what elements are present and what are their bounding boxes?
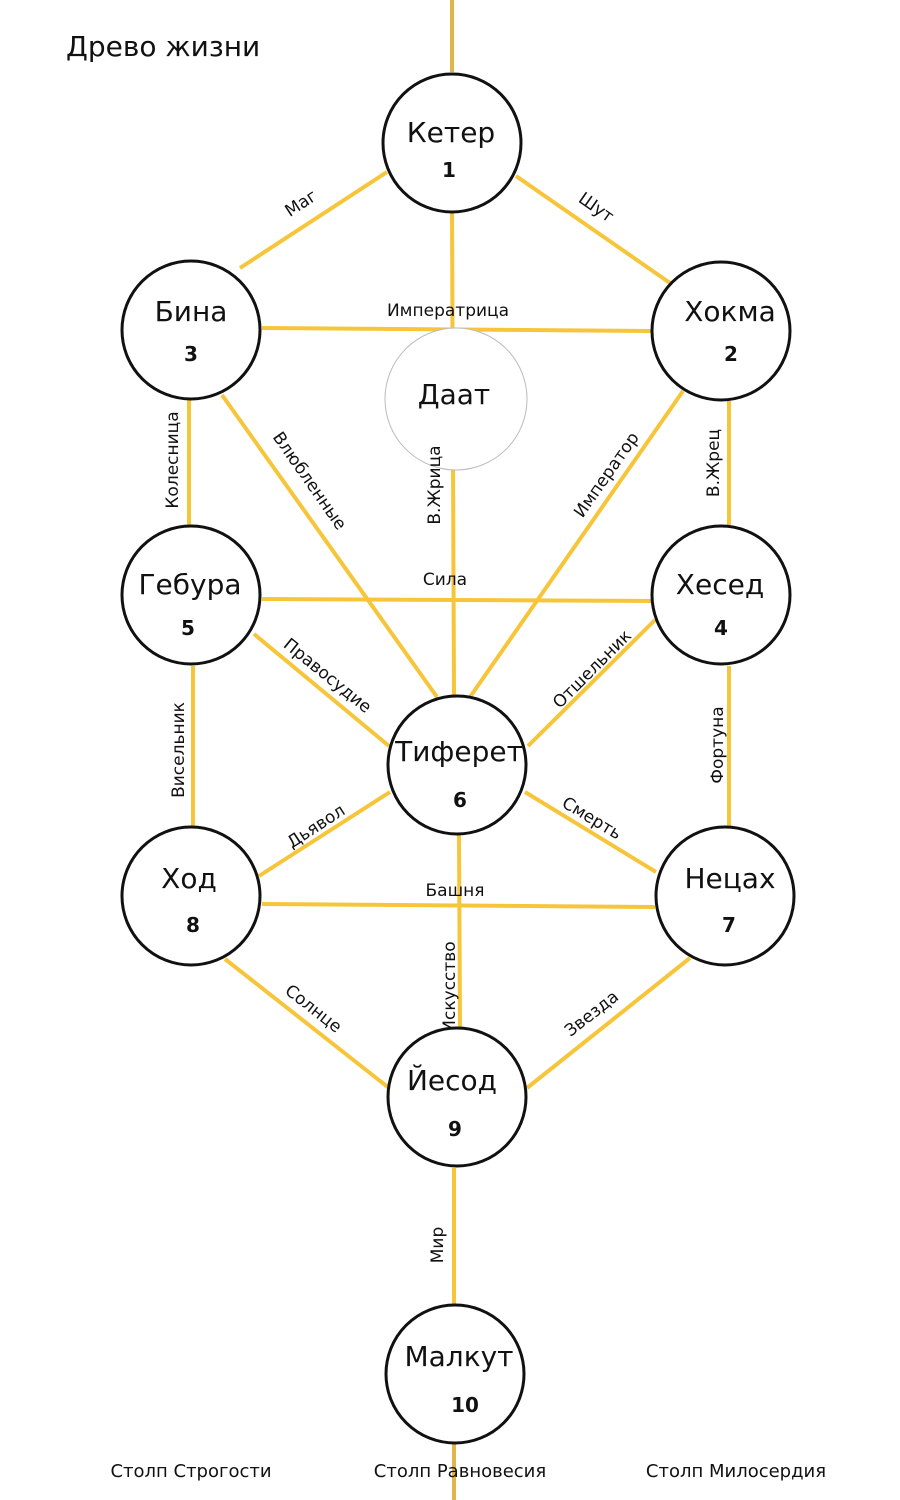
sephira-number: 9 — [448, 1117, 462, 1141]
path-label-mag: Маг — [282, 186, 321, 221]
sephira-name: Гебура — [138, 568, 241, 601]
path-label-sila: Сила — [423, 570, 467, 590]
sephira-number: 10 — [451, 1393, 479, 1417]
path-label-otshelnik: Отшельник — [549, 626, 636, 713]
sephira-number: 8 — [186, 913, 200, 937]
path-label-zhritsa: В.Жрица — [425, 445, 445, 524]
path-line-dyavol — [257, 790, 392, 878]
sephira-circle — [381, 72, 523, 214]
daat-name: Даат — [418, 378, 491, 411]
path-label-kolesnitsa: Колесница — [163, 411, 183, 508]
diagram-title: Древо жизни — [66, 30, 261, 63]
sephira-binah: Бина 3 — [120, 259, 262, 401]
path-label-pravosudie: Правосудие — [279, 635, 375, 718]
sephira-name: Ход — [161, 862, 217, 895]
path-label-imperatritsa: Императрица — [387, 301, 509, 321]
path-line-smert — [523, 790, 658, 874]
sephira-number: 3 — [184, 342, 198, 366]
sephira-malkut: Малкут 10 — [384, 1303, 526, 1445]
daat-circle — [384, 327, 528, 471]
pillar-mercy-label: Столп Милосердия — [646, 1461, 826, 1482]
path-label-mir: Мир — [428, 1227, 448, 1264]
sephira-circle — [120, 825, 262, 967]
path-line-imperator — [468, 389, 685, 699]
sephira-number: 5 — [181, 616, 195, 640]
path-line-zvezda — [525, 956, 692, 1090]
path-line-solntse — [223, 957, 391, 1090]
sephira-number: 1 — [442, 158, 456, 182]
pillar-balance-label: Столп Равновесия — [374, 1461, 546, 1482]
sephira-keter: Кетер 1 — [381, 72, 523, 214]
path-line-otshelnik — [526, 618, 657, 748]
sephira-chesed: Хесед 4 — [650, 524, 792, 666]
sephira-tiferet: Тиферет 6 — [386, 694, 528, 836]
sephira-circle — [650, 524, 792, 666]
sephira-name: Бина — [155, 295, 228, 328]
sephira-circle — [120, 259, 262, 401]
sephira-number: 2 — [724, 342, 738, 366]
sephira-circle — [650, 260, 792, 402]
path-line-pravosudie — [252, 632, 391, 748]
sephira-name: Малкут — [404, 1340, 513, 1373]
path-label-viselnik: Висельник — [169, 702, 189, 798]
sephira-number: 4 — [714, 616, 728, 640]
sephira-circle — [654, 825, 796, 967]
path-label-zhrets: В.Жрец — [704, 429, 724, 497]
sephira-name: Хесед — [676, 568, 764, 601]
sephira-number: 7 — [722, 913, 736, 937]
sephira-geburah: Гебура 5 — [120, 524, 262, 666]
path-line-vlyublennye — [220, 393, 439, 699]
path-line-shut — [514, 174, 672, 285]
sephira-name: Кетер — [407, 116, 495, 149]
sephira-circle — [384, 1303, 526, 1445]
sephira-circle — [386, 694, 528, 836]
sephira-name: Хокма — [684, 295, 776, 328]
path-label-zvezda: Звезда — [561, 987, 623, 1041]
path-line-sila — [261, 597, 652, 603]
path-line-mag — [238, 170, 389, 270]
path-label-iskusstvo: Искусство — [440, 941, 460, 1032]
sephira-chokmah: Хокма 2 — [650, 260, 792, 402]
sephira-name: Тиферет — [394, 735, 523, 768]
paths — [187, 170, 731, 1304]
sephira-circle — [120, 524, 262, 666]
sephira-name: Йесод — [407, 1063, 497, 1097]
sephira-hod: Ход 8 — [120, 825, 262, 967]
sephira-name: Нецах — [684, 862, 775, 895]
path-line-iskusstvo — [457, 833, 462, 1029]
path-label-fortuna: Фортуна — [708, 706, 728, 783]
pillar-severity-label: Столп Строгости — [110, 1461, 271, 1482]
sephira-netzach: Нецах 7 — [654, 825, 796, 967]
sephira-circle — [386, 1026, 528, 1168]
sephira-number: 6 — [453, 788, 467, 812]
path-label-bashnya: Башня — [426, 881, 485, 901]
sephira-yesod: Йесод 9 — [386, 1026, 528, 1168]
path-label-imperator: Император — [570, 429, 643, 522]
